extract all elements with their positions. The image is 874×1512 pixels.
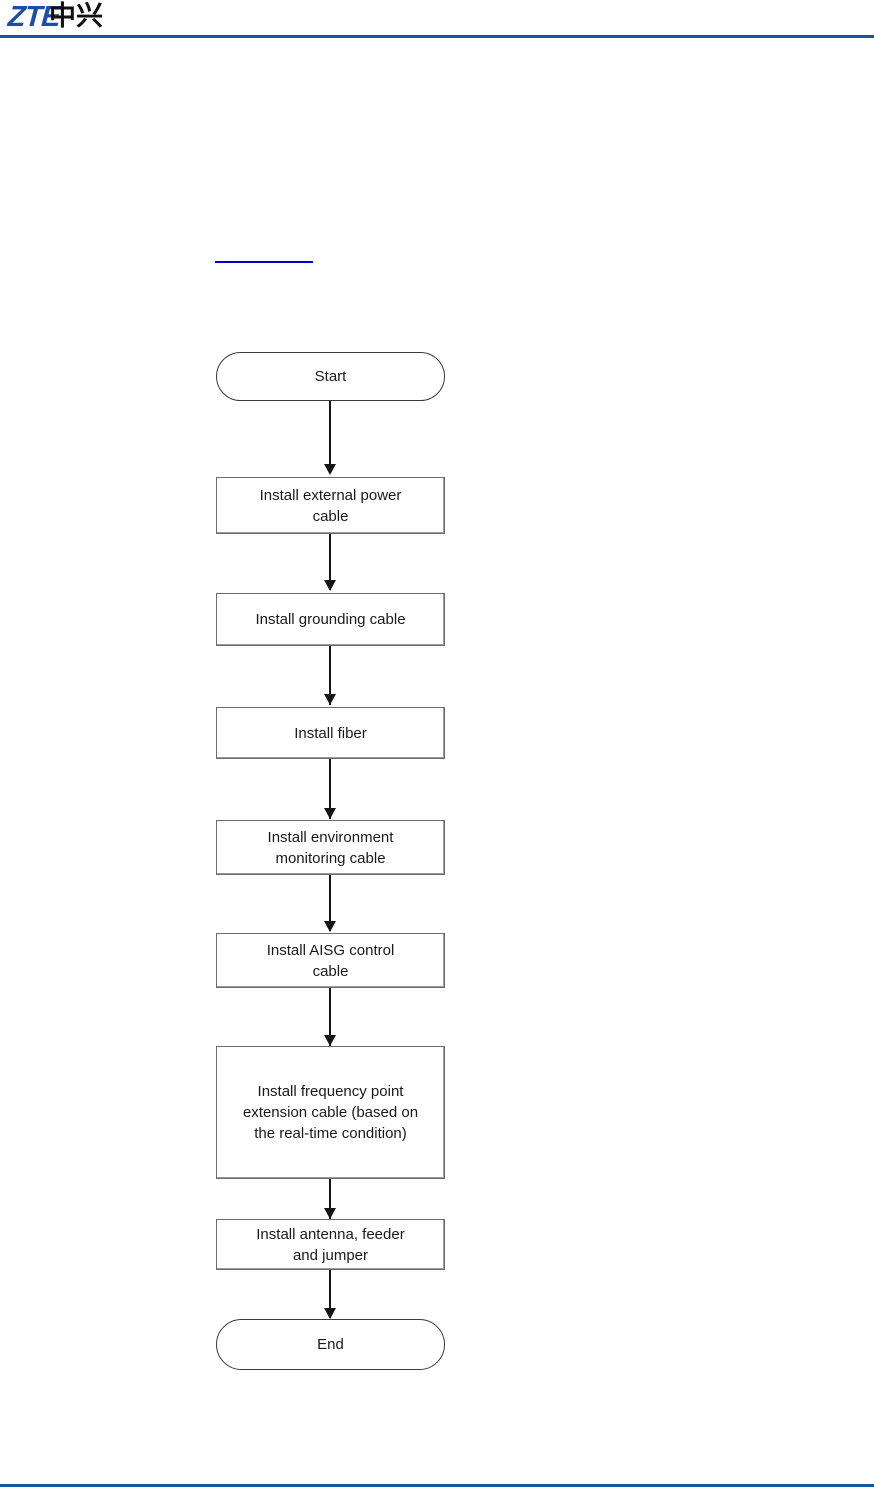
flow-edge-antenna-to-end (329, 1270, 331, 1318)
flow-arrowhead (324, 808, 336, 819)
flow-edge-aisg-to-freq-ext (329, 988, 331, 1046)
flow-node-grounding: Install grounding cable (216, 593, 445, 646)
flow-node-ext-power: Install external power cable (216, 477, 445, 534)
flow-arrowhead (324, 464, 336, 475)
flow-node-antenna: Install antenna, feeder and jumper (216, 1219, 445, 1270)
header-divider (0, 35, 874, 38)
flow-edge-grounding-to-fiber (329, 646, 331, 705)
flow-node-label: Install environment monitoring cable (267, 828, 394, 867)
flow-edge-start-to-ext-power (329, 401, 331, 466)
flow-arrowhead (324, 1308, 336, 1319)
flow-edge-ext-power-to-grounding (329, 534, 331, 590)
flow-arrowhead (324, 1208, 336, 1219)
flow-node-env-monitor: Install environment monitoring cable (216, 820, 445, 875)
flow-arrowhead (324, 580, 336, 591)
flow-edge-fiber-to-env-monitor (329, 759, 331, 819)
flow-node-freq-ext: Install frequency point extension cable … (216, 1046, 445, 1179)
flow-arrowhead (324, 921, 336, 932)
flow-node-label: Install grounding cable (255, 611, 406, 628)
flow-arrowhead (324, 694, 336, 705)
flow-node-label: End (317, 1336, 344, 1353)
flow-node-start: Start (216, 352, 445, 401)
flow-edge-freq-ext-to-antenna (329, 1179, 331, 1222)
flow-node-label: Install fiber (294, 724, 367, 742)
flow-node-end: End (216, 1319, 445, 1370)
zte-logo-cjk: 中兴 (49, 1, 103, 32)
flow-node-label: Install AISG control cable (266, 941, 395, 980)
flow-node-label: Start (314, 368, 347, 385)
flow-node-label: Install frequency point extension cable … (242, 1083, 419, 1142)
flow-node-label: Install antenna, feeder and jumper (256, 1225, 405, 1264)
flow-edge-env-monitor-to-aisg (329, 875, 331, 931)
caption-underline-rule (215, 261, 313, 263)
flow-arrowhead (324, 1035, 336, 1046)
footer-divider (0, 1484, 874, 1487)
flow-node-label: Install external power cable (259, 486, 402, 525)
flow-node-fiber: Install fiber (216, 707, 445, 759)
flow-node-aisg: Install AISG control cable (216, 933, 445, 988)
page-header: ZTE 中兴 (0, 0, 874, 38)
